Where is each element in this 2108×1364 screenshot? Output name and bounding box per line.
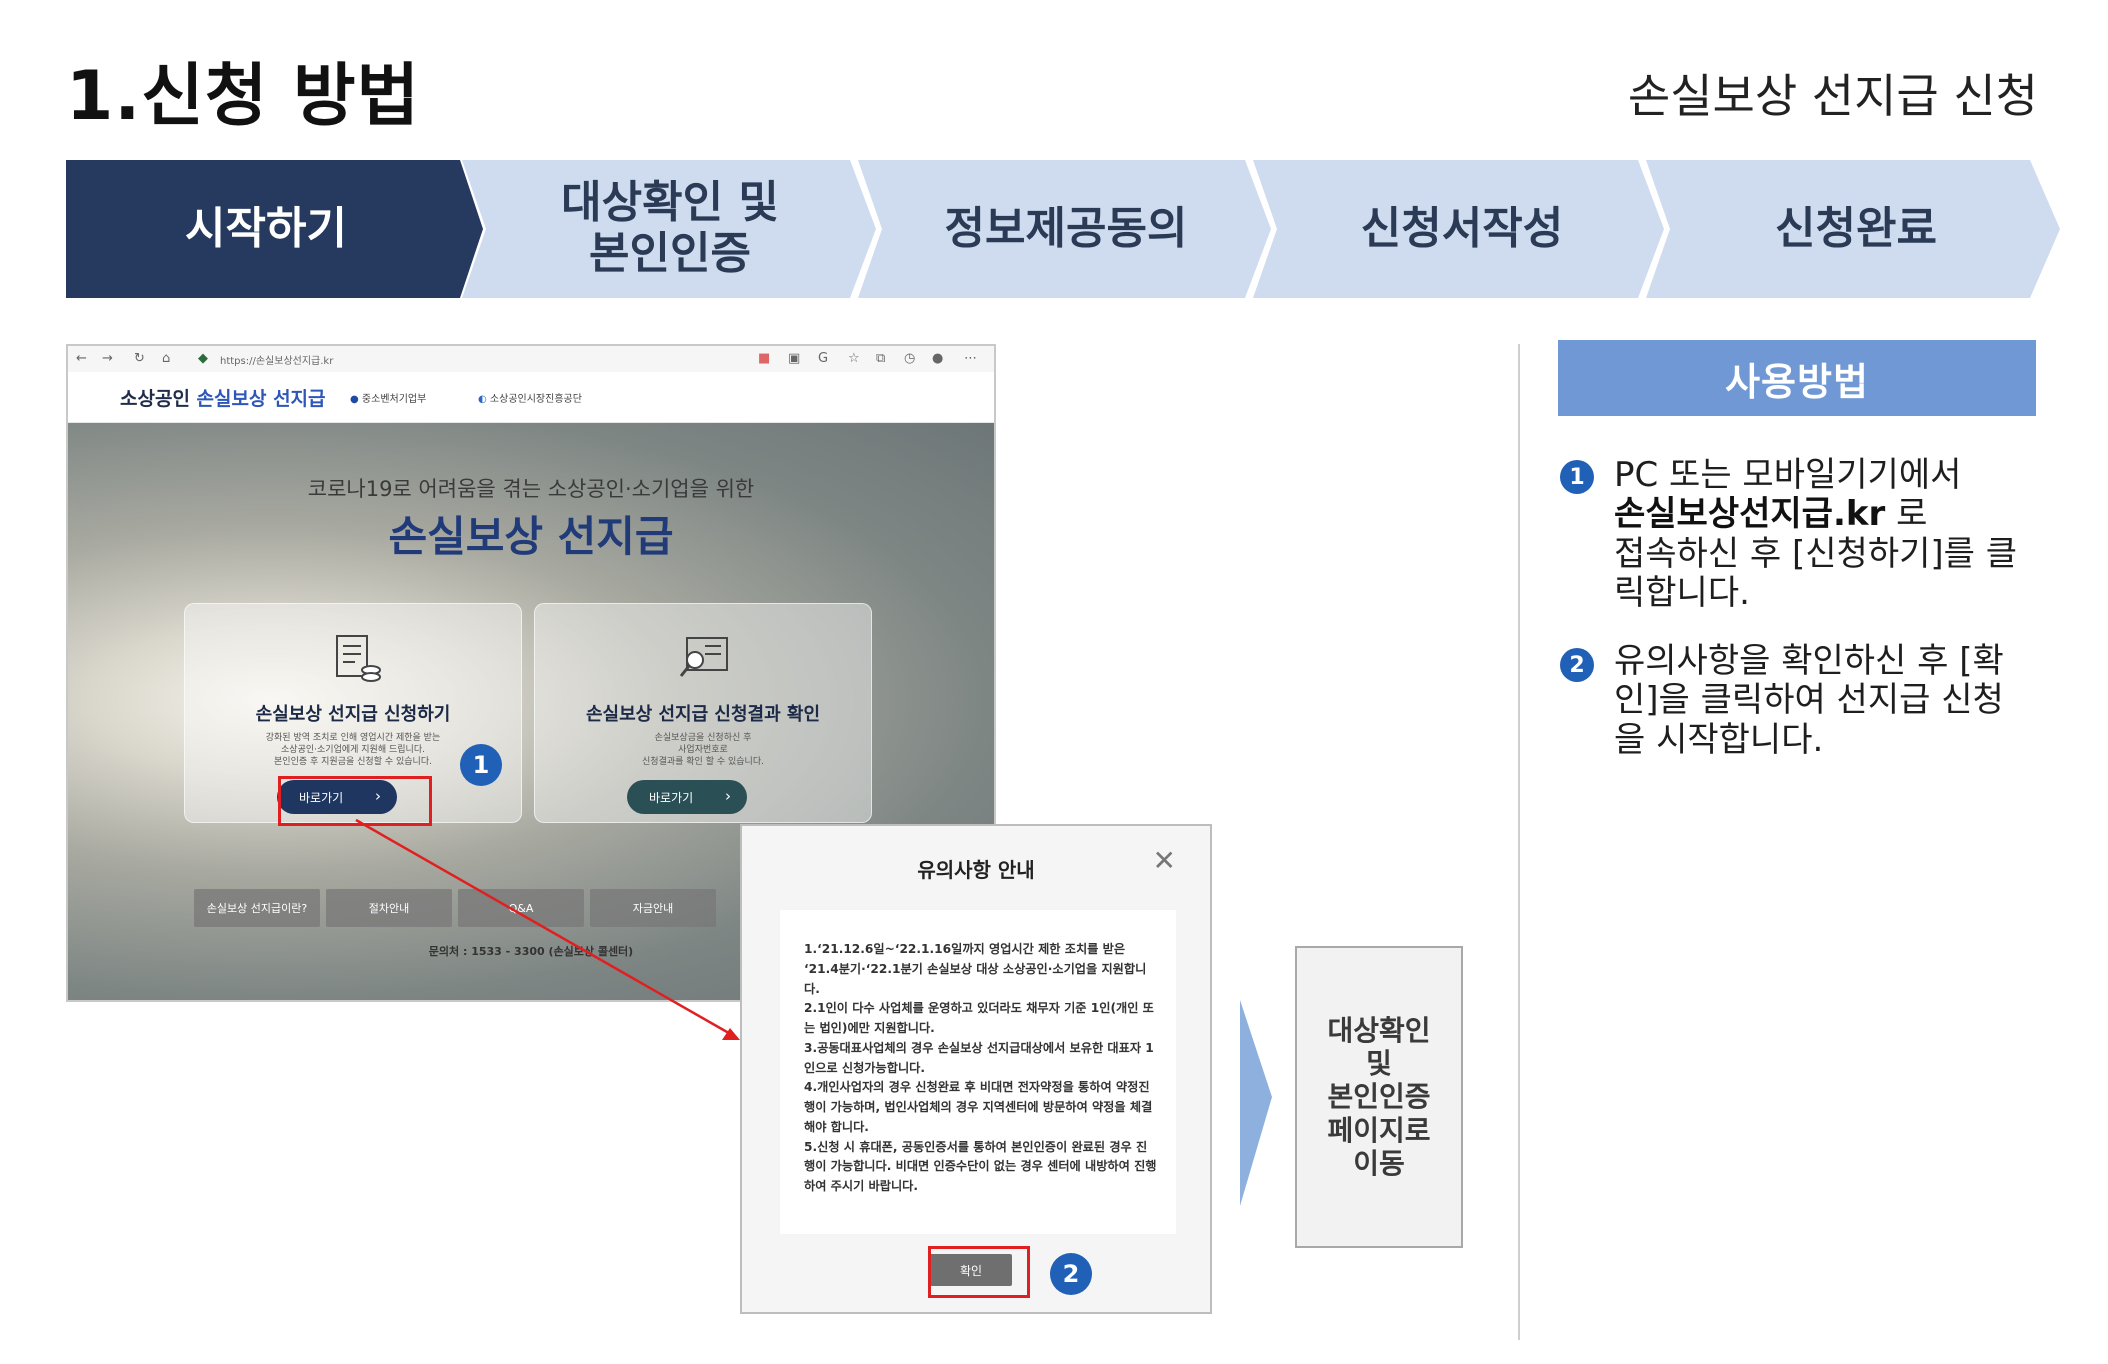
tab-funding[interactable]: 자금안내 — [590, 889, 716, 927]
shield-icon: ◆ — [198, 351, 208, 366]
step-chevron-1 — [66, 160, 483, 298]
tab-procedure[interactable]: 절차안내 — [326, 889, 452, 927]
history-icon[interactable]: ◷ — [904, 351, 916, 366]
result-go-button[interactable]: 바로가기› — [627, 780, 747, 814]
forward-icon[interactable]: → — [102, 351, 113, 366]
notice-dialog: 유의사항 안내 ✕ 1.‘21.12.6일~‘22.1.16일까지 영업시간 제… — [740, 824, 1212, 1314]
profile-icon[interactable]: ● — [932, 351, 944, 366]
card-result-title: 손실보상 선지급 신청결과 확인 — [585, 704, 821, 725]
reader-icon[interactable]: ▣ — [788, 351, 801, 366]
step-chevron-2 — [462, 160, 876, 298]
step-consent: 정보제공동의 — [944, 202, 1188, 254]
notice-item: 5.신청 시 휴대폰, 공동인증서를 통하여 본인인증이 완료된 경우 진행이 … — [804, 1139, 1157, 1194]
usage-step-number-1: 1 — [1560, 460, 1594, 494]
card-apply-desc: 강화된 방역 조치로 인해 영업시간 제한을 받는 소상공인·소기업에게 지원해… — [265, 733, 441, 768]
home-icon[interactable]: ⌂ — [162, 351, 171, 366]
next-arrow-icon — [1240, 1000, 1272, 1206]
usage-header: 사용방법 — [1558, 340, 2036, 416]
notice-item: 1.‘21.12.6일~‘22.1.16일까지 영업시간 제한 조치를 받은 ‘… — [804, 942, 1147, 996]
favorite-icon[interactable]: ☆ — [848, 351, 860, 366]
step-verify: 대상확인 및 본인인증 — [561, 177, 779, 279]
site-address: 손실보상선지급.kr — [1614, 494, 1886, 535]
step-chevron-5 — [1646, 160, 2060, 298]
tab-about[interactable]: 손실보상 선지급이란? — [194, 889, 320, 927]
chevron-right-icon: › — [375, 787, 381, 805]
confirm-button[interactable]: 확인 — [930, 1254, 1012, 1286]
step-progress-bar — [66, 160, 2060, 298]
hero-section: 코로나19로 어려움을 겪는 소상공인·소기업을 위한 손실보상 선지급 손실보… — [68, 423, 994, 1000]
step-chevron-4 — [1253, 160, 1664, 298]
hero-title: 손실보상 선지급 — [388, 512, 674, 561]
agency-emblem-icon: ● — [350, 394, 359, 405]
site-logo[interactable]: 소상공인 손실보상 선지급 — [120, 388, 326, 410]
page-title: 1.신청 방법 — [66, 57, 421, 136]
card-apply-title: 손실보상 선지급 신청하기 — [255, 704, 451, 725]
vertical-divider — [1518, 344, 1520, 1340]
callout-badge-2: 2 — [1050, 1253, 1092, 1295]
apply-go-button[interactable]: 바로가기› — [277, 780, 397, 814]
next-step-text: 대상확인 및 본인인증 페이지로 이동 — [1327, 1014, 1431, 1180]
highlight-apply-button — [278, 776, 432, 826]
card-apply: 손실보상 선지급 신청하기 강화된 방역 조치로 인해 영업시간 제한을 받는 … — [184, 603, 522, 823]
back-icon[interactable]: ← — [76, 351, 87, 366]
translate-icon[interactable]: G — [818, 351, 829, 366]
document-search-icon — [679, 637, 728, 677]
close-icon[interactable]: ✕ — [1152, 844, 1176, 877]
step-chevron-3 — [858, 160, 1271, 298]
callout-badge-1: 1 — [460, 744, 502, 786]
site-header: 소상공인 손실보상 선지급 ● 중소벤처기업부 ◐ 소상공인시장진흥공단 — [68, 372, 994, 423]
address-bar[interactable]: https://손실보상선지급.kr — [220, 356, 334, 367]
refresh-icon[interactable]: ↻ — [134, 351, 145, 366]
notice-item: 3.공동대표사업체의 경우 손실보상 선지급대상에서 보유한 대표자 1인으로 … — [804, 1040, 1154, 1075]
agency-logo-semas[interactable]: ◐ 소상공인시장진흥공단 — [478, 394, 582, 405]
chevron-right-icon: › — [725, 787, 731, 805]
hero-subtitle: 코로나19로 어려움을 겪는 소상공인·소기업을 위한 — [307, 477, 755, 501]
usage-step-number-2: 2 — [1560, 648, 1594, 682]
dialog-title: 유의사항 안내 — [917, 858, 1035, 882]
notice-item: 4.개인사업자의 경우 신청완료 후 비대면 전자약정을 통하여 약정진행이 가… — [804, 1080, 1153, 1134]
extension-icon[interactable]: ■ — [758, 351, 771, 366]
website-screenshot: ← → ↻ ⌂ ◆ https://손실보상선지급.kr ■ ▣ G ☆ ⧉ ◷… — [66, 344, 996, 1002]
step-start: 시작하기 — [185, 202, 347, 254]
card-result: 손실보상 선지급 신청결과 확인 손실보상금을 신청하신 후 사업자번호로 신청… — [534, 603, 872, 823]
notice-item: 2.1인이 다수 사업체를 운영하고 있더라도 채무자 기준 1인(개인 또는 … — [804, 1001, 1154, 1036]
page-subtitle: 손실보상 선지급 신청 — [1627, 69, 2038, 123]
document-coins-icon — [336, 635, 381, 682]
dialog-body: 1.‘21.12.6일~‘22.1.16일까지 영업시간 제한 조치를 받은 ‘… — [780, 910, 1176, 1234]
highlight-confirm-button — [928, 1246, 1030, 1298]
step-complete: 신청완료 — [1775, 202, 1937, 254]
next-step-box: 대상확인 및 본인인증 페이지로 이동 — [1295, 946, 1463, 1248]
step-form: 신청서작성 — [1360, 202, 1564, 254]
agency-emblem-icon: ◐ — [478, 394, 487, 405]
card-result-desc: 손실보상금을 신청하신 후 사업자번호로 신청결과를 확인 할 수 있습니다. — [642, 733, 764, 768]
tab-qna[interactable]: Q&A — [458, 889, 584, 927]
agency-logo-mss[interactable]: ● 중소벤처기업부 — [350, 394, 427, 405]
usage-step-2: 유의사항을 확인하신 후 [확 인]을 클릭하여 선지급 신청 을 시작합니다. — [1614, 641, 2004, 760]
usage-step-1: PC 또는 모바일기기에서 손실보상선지급.kr 로 접속하신 후 [신청하기]… — [1614, 455, 2018, 614]
collections-icon[interactable]: ⧉ — [876, 351, 886, 366]
more-icon[interactable]: ⋯ — [964, 351, 977, 366]
